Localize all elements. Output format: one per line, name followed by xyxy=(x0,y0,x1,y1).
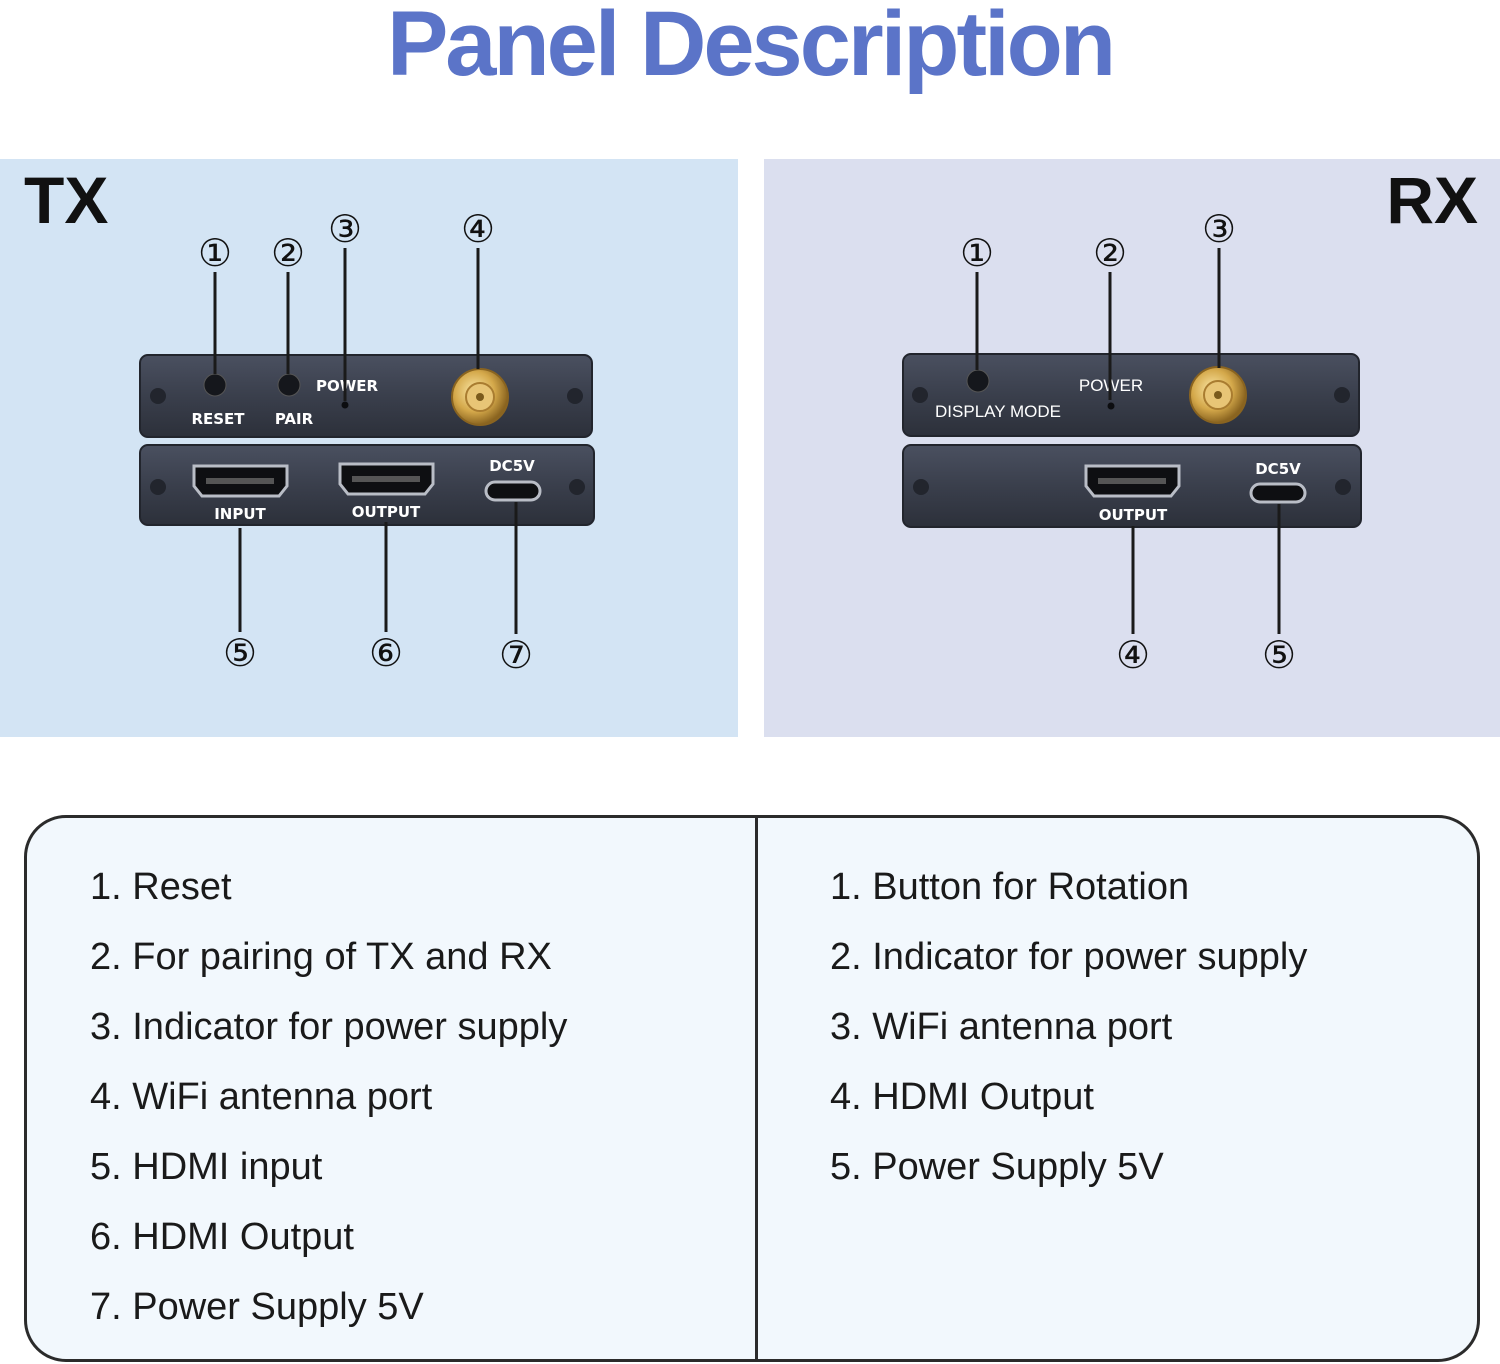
tx-callout-7: ⑦ xyxy=(499,633,533,677)
power-led-icon xyxy=(1107,402,1115,410)
usb-c-port-icon xyxy=(1249,482,1307,504)
list-item: 4. HDMI Output xyxy=(830,1076,1094,1118)
reset-label: RESET xyxy=(191,410,245,428)
output-label: OUTPUT xyxy=(352,503,421,521)
power-led-icon xyxy=(341,401,349,409)
rx-callout-numbers: ① ② ③ ④ ⑤ xyxy=(960,207,1296,677)
input-label: INPUT xyxy=(214,505,266,523)
tx-label: TX xyxy=(24,163,109,237)
screw-icon xyxy=(150,479,166,495)
list-item: 5. Power Supply 5V xyxy=(830,1146,1164,1188)
page-title: Panel Description xyxy=(386,0,1116,95)
description-box xyxy=(24,815,1480,1362)
list-item: 5. HDMI input xyxy=(90,1146,323,1188)
screw-icon xyxy=(567,388,583,404)
tx-callout-1: ① xyxy=(198,231,232,275)
tx-device: RESET PAIR POWER INPUT OUTPUT DC5V ① ② ③ xyxy=(139,207,595,677)
reset-button-icon xyxy=(203,373,227,397)
list-item: 6. HDMI Output xyxy=(90,1216,354,1258)
rx-description-list: 1. Button for Rotation 2. Indicator for … xyxy=(830,852,1307,1202)
tx-callout-numbers: ① ② ③ ④ ⑤ ⑥ ⑦ xyxy=(198,207,533,677)
pair-button-icon xyxy=(277,373,301,397)
list-item: 1. Button for Rotation xyxy=(830,866,1190,908)
tx-callout-3: ③ xyxy=(328,207,362,251)
rx-callout-lines xyxy=(975,248,1281,634)
list-item: 2. Indicator for power supply xyxy=(830,936,1308,978)
tx-callout-lines xyxy=(213,248,518,634)
tx-callout-6: ⑥ xyxy=(369,631,403,675)
list-item: 4. WiFi antenna port xyxy=(90,1076,433,1118)
display-mode-label: DISPLAY MODE xyxy=(935,402,1061,421)
list-item: 2. For pairing of TX and RX xyxy=(90,936,552,978)
list-item: 1. Reset xyxy=(90,866,232,908)
tx-callout-4: ④ xyxy=(461,207,495,251)
description-divider xyxy=(755,815,758,1362)
screw-icon xyxy=(569,479,585,495)
screw-icon xyxy=(1334,387,1350,403)
screw-icon xyxy=(1335,479,1351,495)
rx-device: DISPLAY MODE POWER OUTPUT DC5V ① ② ③ ④ ⑤ xyxy=(902,207,1362,677)
rx-callout-4: ④ xyxy=(1116,633,1150,677)
tx-callout-2: ② xyxy=(271,231,305,275)
list-item: 7. Power Supply 5V xyxy=(90,1286,424,1328)
usb-c-port-icon xyxy=(484,480,542,502)
rx-callout-1: ① xyxy=(960,231,994,275)
pair-label: PAIR xyxy=(275,410,314,428)
rx-callout-3: ③ xyxy=(1202,207,1236,251)
display-mode-button-icon xyxy=(966,369,990,393)
screw-icon xyxy=(913,479,929,495)
list-item: 3. Indicator for power supply xyxy=(90,1006,568,1048)
rx-callout-5: ⑤ xyxy=(1262,633,1296,677)
rx-callout-2: ② xyxy=(1093,231,1127,275)
output-label: OUTPUT xyxy=(1099,506,1168,524)
device-diagrams: RESET PAIR POWER INPUT OUTPUT DC5V ① ② ③ xyxy=(139,207,1362,677)
list-item: 3. WiFi antenna port xyxy=(830,1006,1173,1048)
tx-callout-5: ⑤ xyxy=(223,631,257,675)
dc-label: DC5V xyxy=(1255,460,1301,478)
screw-icon xyxy=(912,387,928,403)
screw-icon xyxy=(150,388,166,404)
dc-label: DC5V xyxy=(489,457,535,475)
power-label: POWER xyxy=(316,377,379,395)
rx-label: RX xyxy=(1386,163,1478,237)
tx-description-list: 1. Reset 2. For pairing of TX and RX 3. … xyxy=(90,852,567,1342)
rx-front-plate xyxy=(902,353,1360,437)
